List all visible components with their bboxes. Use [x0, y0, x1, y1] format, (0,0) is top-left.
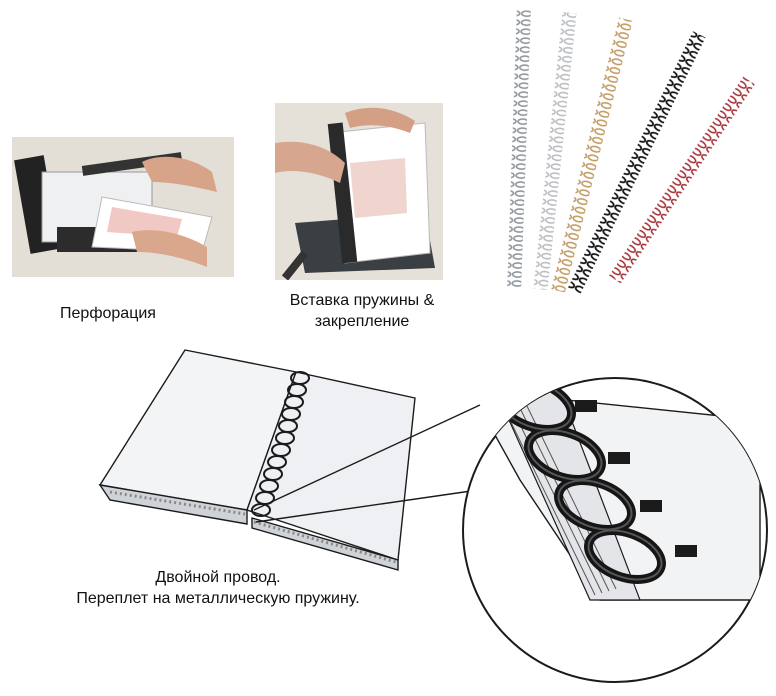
- insert-label-line2: закрепление: [314, 313, 410, 330]
- wire-strips-icon: [507, 9, 755, 294]
- punch-label: Перфорация: [60, 305, 156, 322]
- open-book-icon: [98, 349, 416, 571]
- zoom-magnifier-icon: [462, 377, 768, 683]
- caption-label: Двойной провод. Переплет на металлическу…: [18, 567, 418, 609]
- caption-line1: Двойной провод.: [155, 569, 281, 586]
- punch-photo: [12, 137, 234, 277]
- binding-machine-closing-icon: [275, 103, 443, 280]
- book-spine-loops: [251, 371, 310, 517]
- caption-line2: Переплет на металлическую пружину.: [76, 590, 360, 607]
- binding-machine-icon: [12, 137, 234, 277]
- insert-photo: [275, 103, 443, 280]
- insert-label-line1: Вставка пружины &: [289, 292, 435, 309]
- zoom-callout-lines: [253, 404, 481, 523]
- insert-label: Вставка пружины & закрепление: [262, 290, 462, 332]
